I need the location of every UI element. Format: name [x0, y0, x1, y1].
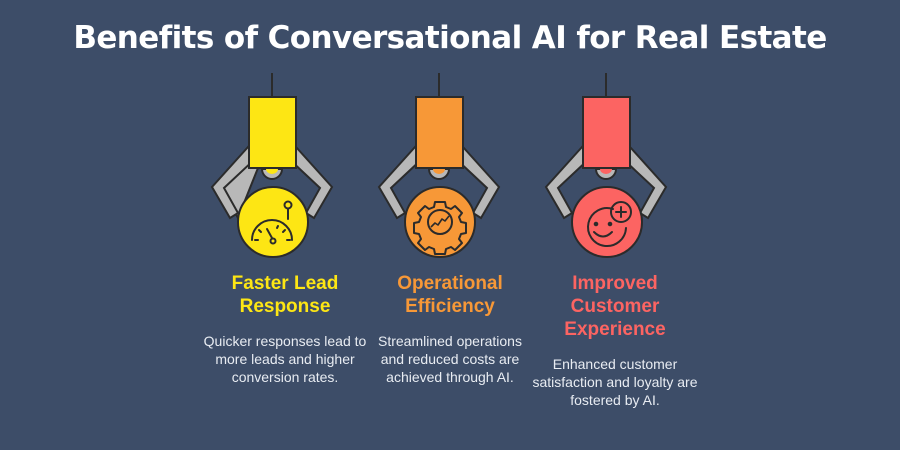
benefit-description: Streamlined operations and reduced costs…	[378, 333, 522, 385]
benefit-heading: Faster Lead Response	[231, 273, 339, 317]
claw-machine-graphic	[544, 73, 668, 258]
benefit-circle	[571, 186, 643, 258]
claw-machine-graphic	[210, 73, 334, 258]
benefit-card-operational-efficiency: Operational Efficiency Streamlined opera…	[365, 0, 535, 450]
claw-machine-graphic	[377, 73, 501, 258]
benefit-description: Enhanced customer satisfaction and loyal…	[532, 356, 698, 408]
speedometer-icon	[251, 200, 293, 245]
smiley-plus-icon	[587, 201, 632, 248]
gear-chart-icon	[413, 201, 467, 255]
benefit-heading: Improved Customer Experience	[564, 273, 666, 340]
benefit-circle	[237, 186, 309, 258]
benefit-card-faster-lead-response: Faster Lead Response Quicker responses l…	[200, 0, 370, 450]
benefit-card-improved-customer-experience: Improved Customer Experience Enhanced cu…	[530, 0, 700, 450]
benefit-heading: Operational Efficiency	[397, 273, 503, 317]
page-title: Benefits of Conversational AI for Real E…	[73, 20, 827, 56]
benefit-description: Quicker responses lead to more leads and…	[203, 333, 367, 385]
